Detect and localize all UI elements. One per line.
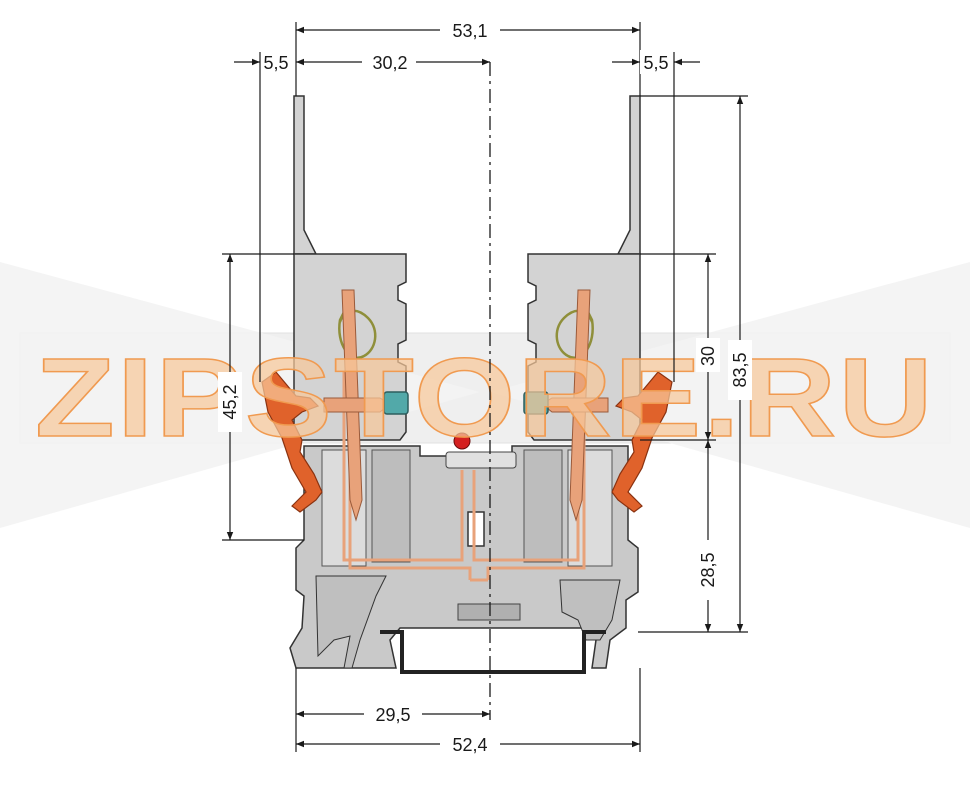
dim-label-5-5-right: 5,5 <box>643 53 668 73</box>
dim-label-28-5: 28,5 <box>698 552 718 587</box>
foot-right-latch <box>559 579 621 641</box>
foot-left-latch <box>315 575 387 669</box>
left-operating-lever <box>261 371 323 513</box>
center-slot <box>457 603 521 621</box>
dim-label-5-5-left: 5,5 <box>263 53 288 73</box>
right-plug-pin <box>616 95 641 255</box>
component-element <box>467 511 485 547</box>
terminal-block <box>261 95 673 674</box>
dim-label-29-5: 29,5 <box>375 705 410 725</box>
left-clamp-window <box>383 391 409 415</box>
dim-label-83-5: 83,5 <box>730 352 750 387</box>
left-cavity-2 <box>371 449 411 563</box>
left-plug-pin <box>293 95 318 255</box>
dim-label-53-1: 53,1 <box>452 21 487 41</box>
dimension-labels: 53,1 5,5 30,2 5,5 45,2 30 83,5 28,5 29,5… <box>218 18 752 756</box>
dim-label-52-4: 52,4 <box>452 735 487 755</box>
right-cavity-2 <box>523 449 563 563</box>
right-operating-lever <box>611 371 673 513</box>
dim-label-30: 30 <box>698 346 718 366</box>
watermark-text: ZIPSTORE.RU <box>35 335 935 460</box>
din-rail <box>380 630 606 674</box>
led-indicator <box>453 432 471 450</box>
dim-label-45-2: 45,2 <box>220 384 240 419</box>
right-clamp-window <box>523 391 549 415</box>
center-top-bar <box>445 451 517 469</box>
dim-label-30-2: 30,2 <box>372 53 407 73</box>
conductor-path <box>342 372 586 582</box>
